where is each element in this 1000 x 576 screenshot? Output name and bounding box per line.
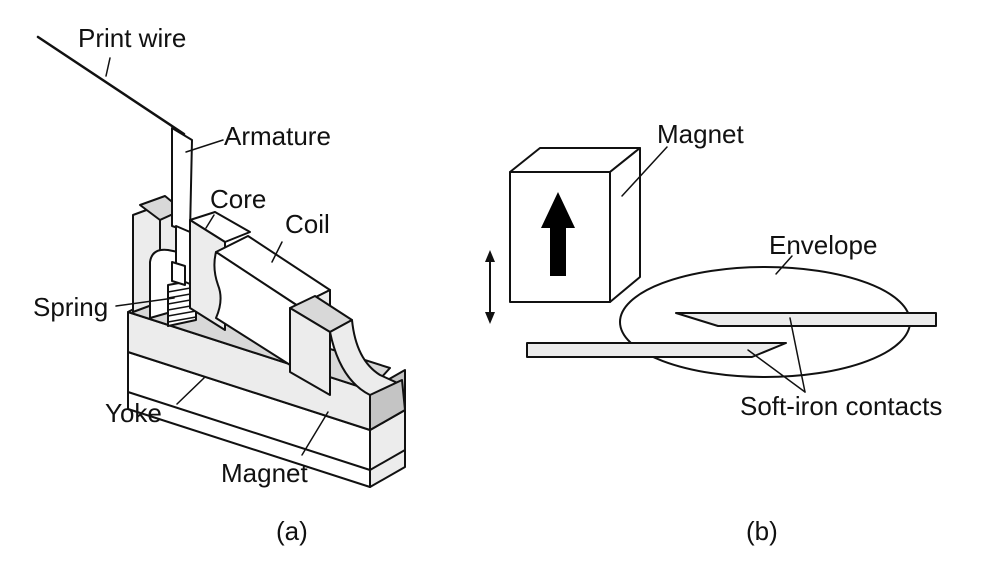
magnetization-arrow-icon [541, 192, 575, 276]
label-magnet-a: Magnet [221, 458, 308, 488]
label-armature: Armature [224, 121, 331, 151]
contact-upper [675, 312, 937, 327]
label-yoke: Yoke [105, 398, 162, 428]
label-spring: Spring [33, 292, 108, 322]
caption-b: (b) [746, 516, 778, 546]
magnet-cube [509, 147, 641, 303]
print-wire [36, 35, 186, 136]
label-core: Core [210, 184, 266, 214]
leaders-b [621, 146, 806, 393]
core [189, 211, 251, 331]
label-coil: Coil [285, 209, 330, 239]
contact-lower [526, 342, 787, 358]
figure-a: Print wire Armature Core Coil Spring Yok… [33, 23, 406, 546]
figure-b: Magnet Envelope Soft-iron contacts (b) [485, 119, 942, 546]
armature [171, 127, 193, 286]
label-print-wire: Print wire [78, 23, 186, 53]
label-envelope: Envelope [769, 230, 877, 260]
label-magnet-b: Magnet [657, 119, 744, 149]
leaders-a [105, 57, 329, 456]
label-contacts: Soft-iron contacts [740, 391, 942, 421]
motion-arrow-icon [485, 250, 495, 324]
caption-a: (a) [276, 516, 308, 546]
yoke-right-pole [289, 295, 406, 431]
